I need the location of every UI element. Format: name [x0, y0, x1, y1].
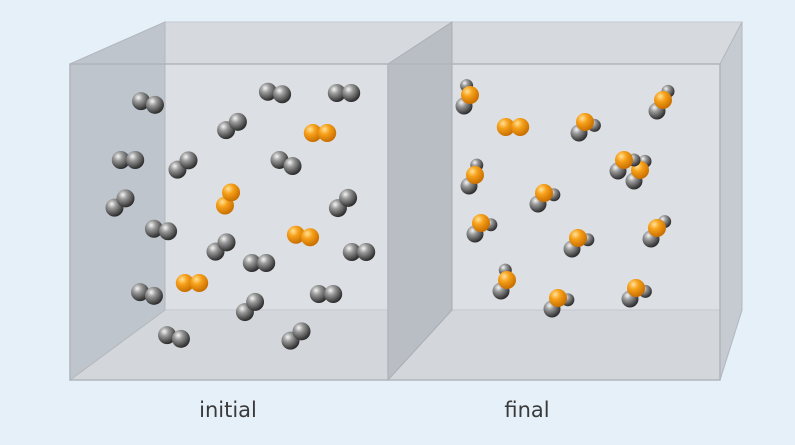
initial-label: initial [199, 398, 257, 422]
h2-molecule [217, 112, 247, 140]
h2o-molecule [642, 215, 672, 248]
final-label: final [504, 398, 550, 422]
h2-molecule [327, 84, 361, 102]
h2o-molecule [492, 263, 516, 300]
h2o-molecule [563, 229, 595, 258]
h2-molecule [111, 151, 145, 169]
h2o-molecule [609, 151, 641, 180]
h2-molecule [281, 322, 311, 350]
o2-molecule [496, 118, 530, 136]
h2o-molecule [455, 79, 479, 115]
h2o-molecule [460, 158, 484, 195]
container-box [68, 21, 743, 382]
h2-molecule [242, 254, 276, 272]
h2-molecule [144, 219, 178, 241]
h2-molecule [131, 283, 163, 305]
h2-molecule [309, 285, 343, 303]
h2-molecule [158, 326, 190, 348]
h2-molecule [105, 189, 135, 217]
h2o-molecule [529, 184, 561, 213]
h2-molecule [132, 92, 164, 114]
o2-molecule [215, 183, 241, 215]
o2-molecule [175, 274, 209, 292]
h2-molecule [328, 188, 358, 218]
h2-molecule [270, 150, 302, 176]
o2-molecule [303, 124, 337, 142]
h2o-molecule [621, 279, 652, 308]
o2-molecule [286, 225, 320, 247]
h2o-molecule [466, 214, 498, 243]
molecules-layer [105, 79, 675, 350]
h2-molecule [258, 82, 292, 104]
h2o-molecule [648, 84, 675, 120]
h2-molecule [206, 233, 236, 261]
h2-molecule [168, 151, 198, 179]
h2-molecule [235, 292, 265, 322]
h2-molecule [342, 243, 376, 261]
h2o-molecule [543, 289, 575, 318]
h2o-molecule [570, 113, 601, 142]
